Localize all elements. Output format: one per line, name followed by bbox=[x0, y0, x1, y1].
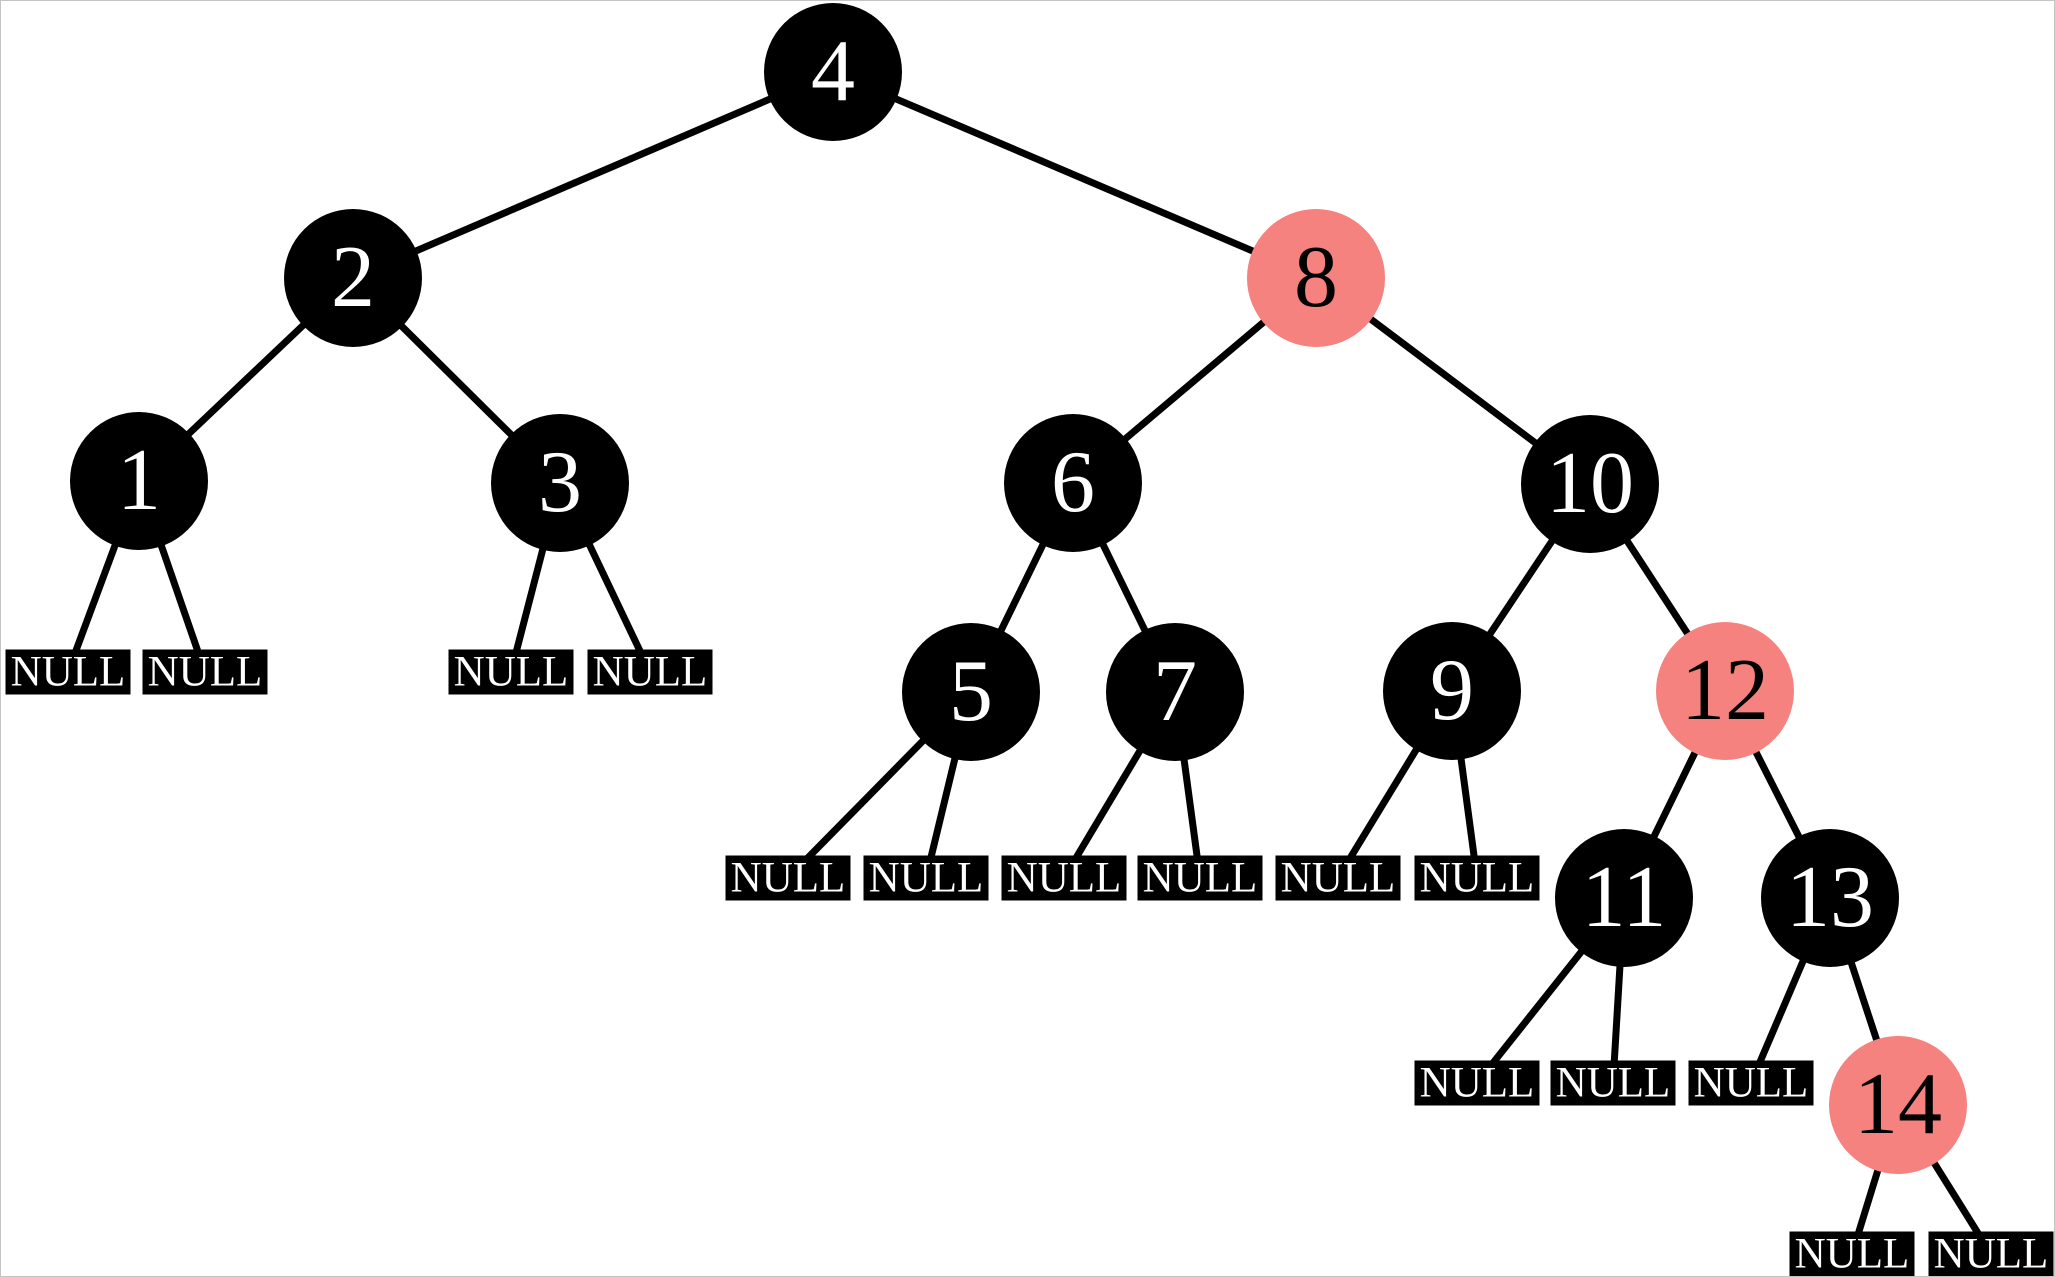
null-leaf-n7R: NULL bbox=[1137, 855, 1263, 901]
null-leaf-n7L: NULL bbox=[1001, 855, 1127, 901]
null-leaf-n5R: NULL bbox=[863, 855, 989, 901]
null-leaf-n1R: NULL bbox=[142, 649, 268, 695]
tree-node-3: 3 bbox=[491, 414, 629, 552]
tree-node-5: 5 bbox=[902, 623, 1040, 761]
tree-node-11: 11 bbox=[1555, 829, 1693, 967]
tree-node-4: 4 bbox=[764, 3, 902, 141]
null-leaf-n5L: NULL bbox=[725, 855, 851, 901]
tree-node-14: 14 bbox=[1829, 1036, 1967, 1174]
tree-node-6: 6 bbox=[1004, 414, 1142, 552]
tree-node-10: 10 bbox=[1521, 415, 1659, 553]
null-leaf-n3R: NULL bbox=[587, 649, 713, 695]
tree-node-13: 13 bbox=[1761, 829, 1899, 967]
tree-edge-4-8 bbox=[831, 68, 1318, 282]
tree-node-8: 8 bbox=[1247, 209, 1385, 347]
tree-node-7: 7 bbox=[1106, 623, 1244, 761]
null-leaf-n11L: NULL bbox=[1414, 1060, 1540, 1106]
null-leaf-n14R: NULL bbox=[1928, 1231, 2054, 1276]
null-leaf-n11R: NULL bbox=[1550, 1060, 1676, 1106]
tree-edge-4-2 bbox=[351, 68, 835, 282]
tree-node-12: 12 bbox=[1656, 622, 1794, 760]
tree-node-1: 1 bbox=[70, 412, 208, 550]
null-leaf-n14L: NULL bbox=[1789, 1231, 1915, 1276]
tree-node-9: 9 bbox=[1383, 622, 1521, 760]
null-leaf-n13L: NULL bbox=[1688, 1060, 1814, 1106]
null-leaf-n1L: NULL bbox=[5, 649, 131, 695]
null-leaf-n3L: NULL bbox=[448, 649, 574, 695]
null-leaf-n9R: NULL bbox=[1414, 855, 1540, 901]
tree-node-2: 2 bbox=[284, 209, 422, 347]
null-leaf-n9L: NULL bbox=[1275, 855, 1401, 901]
